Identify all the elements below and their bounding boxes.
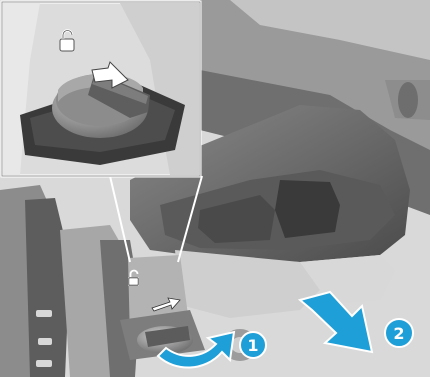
detail-inset: [2, 2, 200, 176]
callout-1-label: 1: [247, 336, 258, 355]
callout-1: 1: [240, 332, 266, 358]
callout-2-label: 2: [393, 324, 404, 343]
callout-2: 2: [385, 319, 413, 347]
